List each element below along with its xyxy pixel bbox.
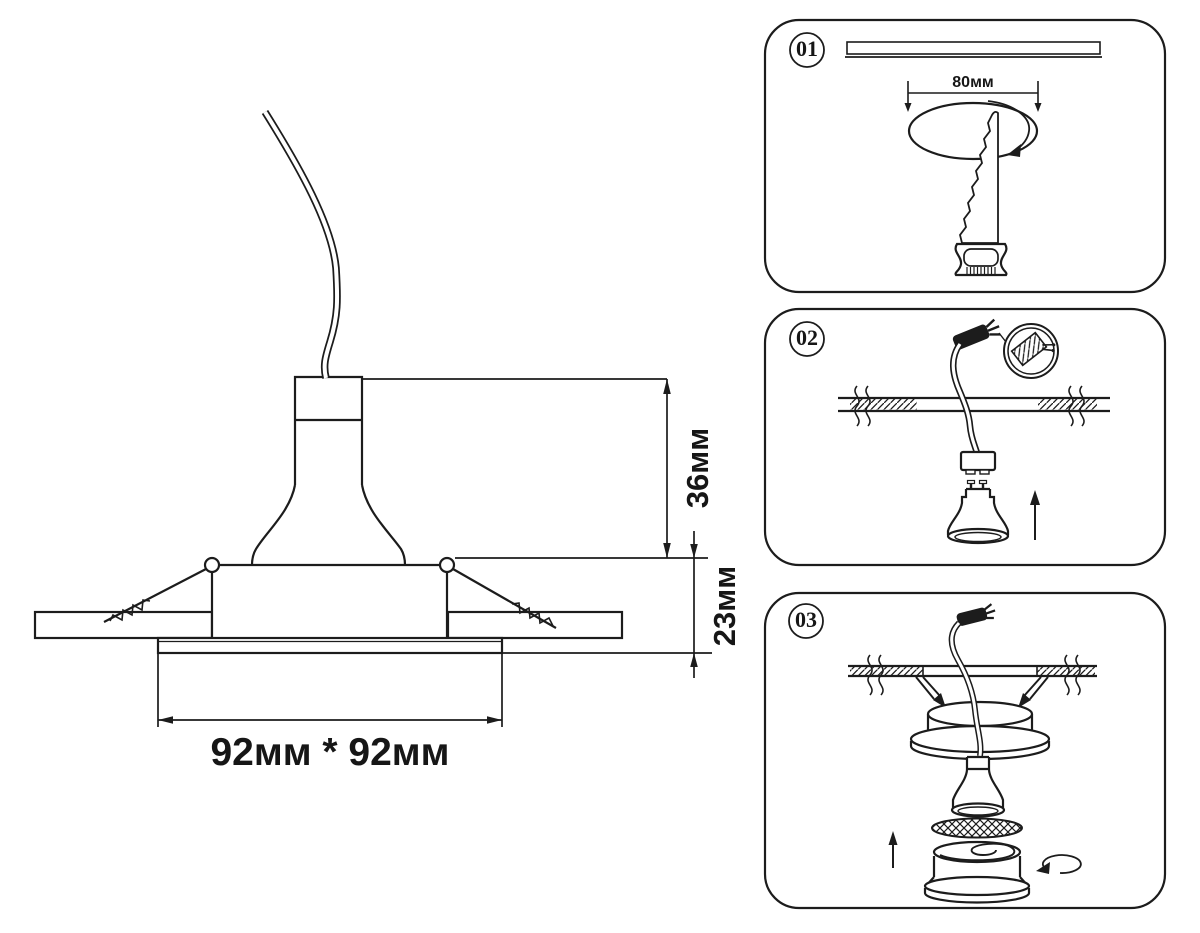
drywall-section (848, 654, 1097, 696)
trim-plate (156, 636, 504, 655)
cutout-hole (907, 101, 1039, 161)
drywall-hatch (850, 667, 923, 676)
wire-connector (956, 603, 996, 626)
spring-coil (109, 599, 151, 622)
gu10-bulb (950, 755, 1006, 818)
dimension-23mm: 23мм (502, 531, 742, 678)
lamp-wire (948, 620, 984, 757)
saw-handle (954, 242, 1008, 277)
clip-pivot-left (203, 556, 221, 574)
locking-ring (923, 840, 1031, 904)
drywall-hatch (1037, 667, 1095, 676)
break-mark-icon (878, 654, 884, 696)
mounting-spring-left (103, 568, 207, 623)
cutout-dimension: 80мм (904, 74, 1042, 112)
ceiling-hatch-left (33, 610, 214, 640)
break-mark-icon (1075, 654, 1081, 696)
lamp-wire (950, 342, 981, 454)
break-mark-icon (867, 654, 873, 696)
step-panel-02: 02 (763, 307, 1167, 567)
lamp-bell (250, 484, 407, 566)
step-number: 02 (796, 325, 818, 350)
step-number: 03 (795, 607, 817, 632)
spring-coil (511, 602, 554, 627)
break-mark-icon (854, 385, 860, 427)
step-panel-03: 03 (763, 591, 1167, 910)
clip-pivot-right (438, 556, 456, 574)
clip-arrow-right (1018, 676, 1049, 708)
magnifier-leader (998, 332, 1007, 343)
mounting-spring-right (452, 568, 557, 629)
spring-spiral (939, 842, 1016, 862)
ceiling-hatch-strip (845, 41, 1102, 58)
recessed-housing (210, 565, 449, 638)
power-cable (261, 110, 341, 379)
drywall-hatch (1038, 399, 1097, 410)
clip-arrow-left (915, 676, 946, 708)
step-badge-02: 02 (789, 321, 825, 357)
housing-body (212, 565, 447, 638)
wire-connector (952, 318, 1001, 350)
drywall-section (838, 385, 1110, 427)
magnifier-detail (1003, 323, 1059, 379)
dimension-36mm: 36мм (362, 378, 715, 559)
hole-saw (954, 110, 1008, 277)
step-panel-01: 01 80мм (763, 18, 1167, 294)
step-badge-03: 03 (788, 603, 824, 639)
saw-blade (959, 110, 999, 244)
break-mark-icon (1064, 654, 1070, 696)
panel-border (763, 18, 1167, 294)
drywall-hatch (850, 399, 917, 410)
panel-border (763, 307, 1167, 567)
lamp-neck (293, 375, 364, 485)
rotation-arrow-icon (987, 100, 1030, 157)
mesh-diffuser (931, 817, 1023, 839)
step-number: 01 (796, 36, 818, 61)
handle-grip-hatch (966, 267, 996, 274)
dim-size-label: 92мм * 92мм (210, 731, 449, 774)
dim-recess-label: 23мм (707, 566, 742, 646)
cutout-size-label: 80мм (952, 74, 993, 91)
gu10-bulb (946, 479, 1010, 545)
terminal-block (1010, 331, 1048, 367)
twist-arrow-icon (1036, 854, 1082, 874)
up-arrow-icon (888, 831, 898, 868)
step-badge-01: 01 (789, 32, 825, 68)
dim-depth-label: 36мм (680, 428, 715, 508)
break-mark-icon (1079, 385, 1085, 427)
gu10-socket (959, 450, 997, 475)
fixture-side-view: 36мм 23мм 92мм * 92мм (33, 110, 742, 774)
break-mark-icon (1068, 385, 1074, 427)
break-mark-icon (865, 385, 871, 427)
dimension-92mm: 92мм * 92мм (157, 653, 503, 774)
up-arrow-icon (1030, 490, 1040, 540)
